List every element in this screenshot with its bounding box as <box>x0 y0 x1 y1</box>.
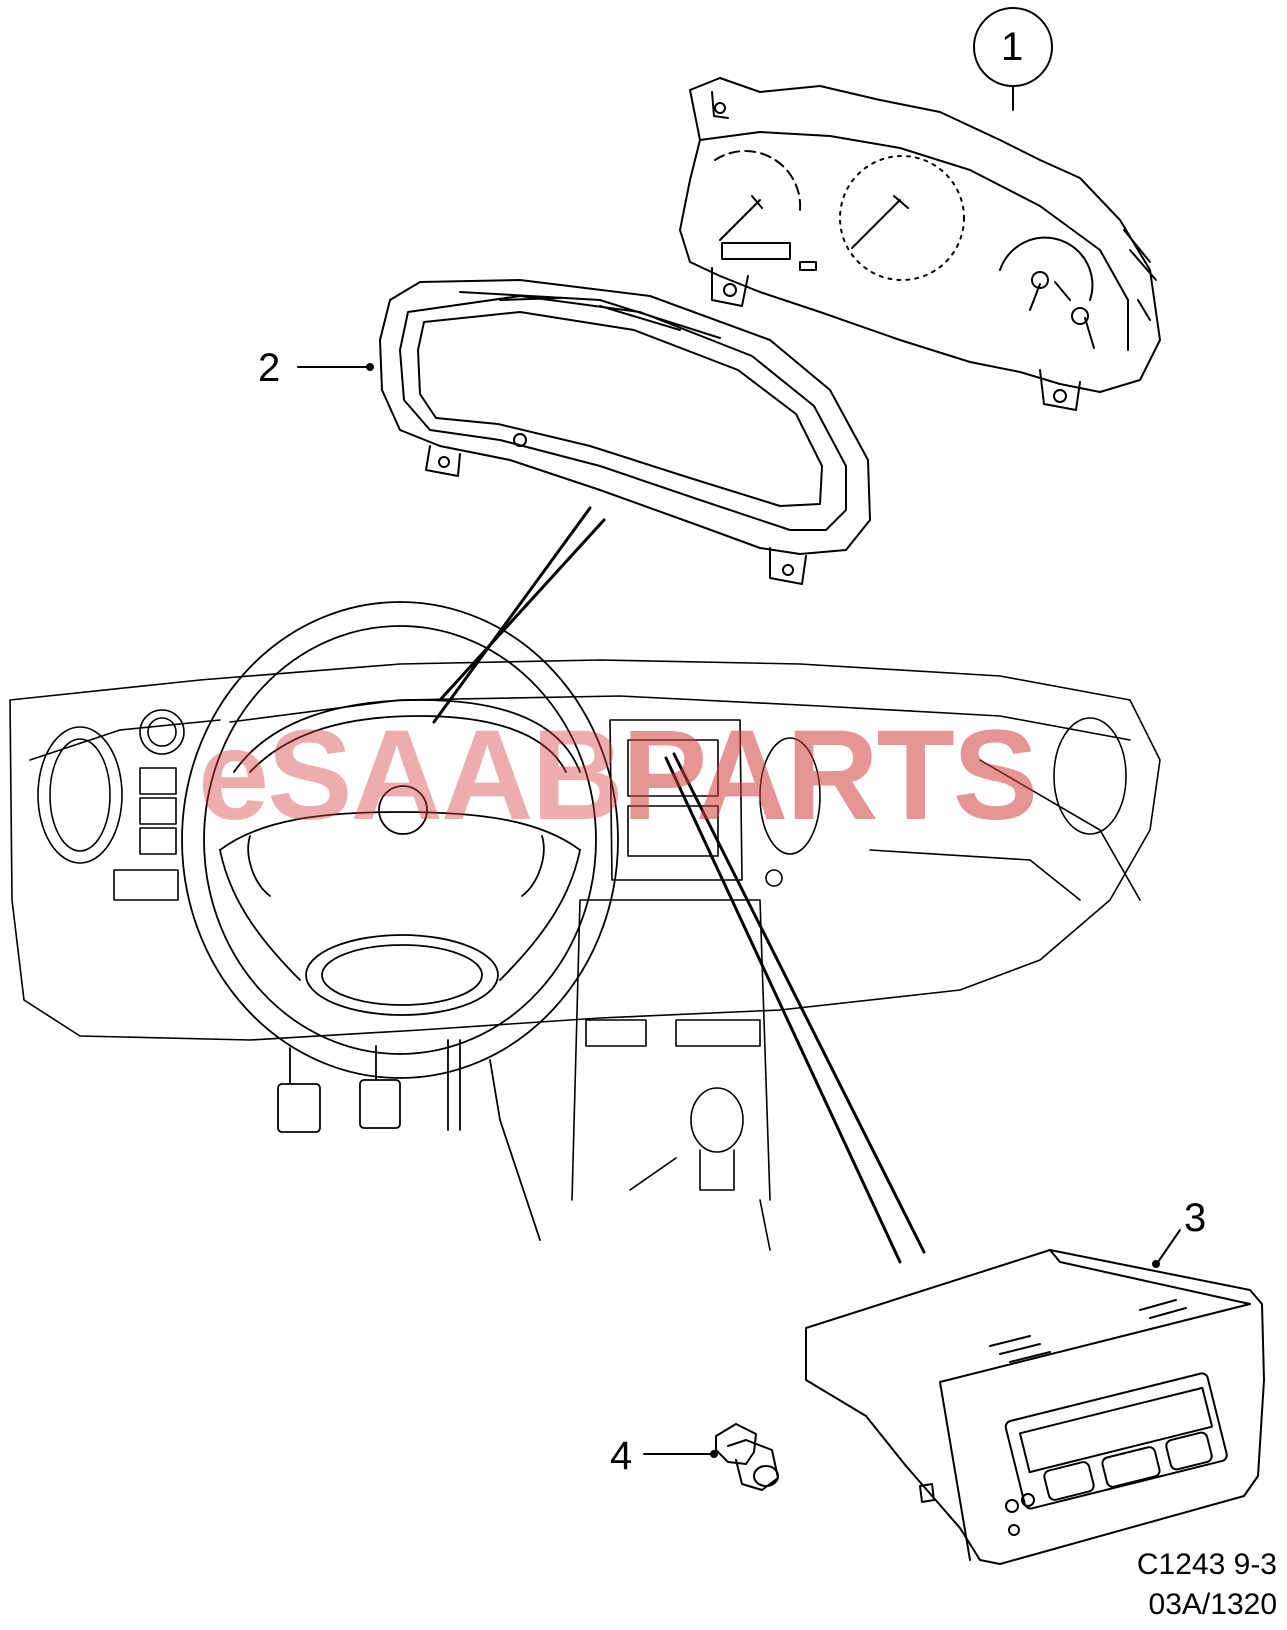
steering-wheel-illustration <box>182 602 618 1240</box>
callout-3-leader <box>1158 1230 1180 1262</box>
callout-3: 3 <box>1184 1196 1207 1240</box>
bulb-illustration <box>716 1424 778 1490</box>
figure-code: C1243 9-3 <box>1136 1548 1277 1581</box>
callout-4: 4 <box>610 1434 633 1478</box>
figure-reference: 03A/1320 <box>1148 1588 1277 1621</box>
info-display-illustration <box>806 1250 1264 1564</box>
instrument-cluster-illustration <box>680 78 1160 410</box>
cluster-bezel-illustration <box>380 280 870 584</box>
callout-2: 2 <box>258 346 281 390</box>
dashboard-illustration <box>10 660 1160 1250</box>
callout-1: 1 <box>1001 25 1024 69</box>
